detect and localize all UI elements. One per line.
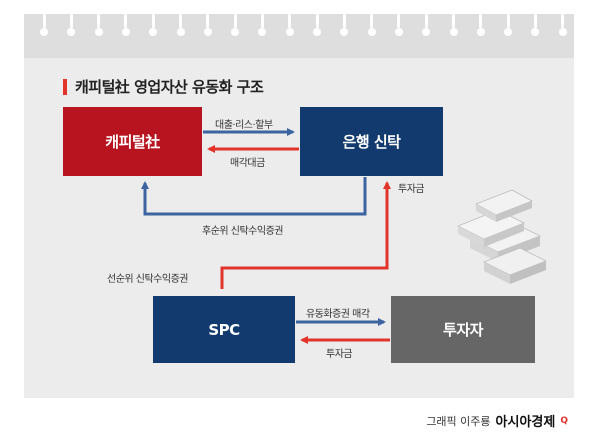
binding-ring xyxy=(42,14,46,28)
credit-line: 그래픽 이주룡 아시아경제 Q xyxy=(426,411,568,431)
binding-ring xyxy=(288,14,292,28)
diagram-title: 캐피털社 영업자산 유동화 구조 xyxy=(75,78,264,96)
binding-hole xyxy=(394,28,403,36)
binding-ring xyxy=(533,14,537,28)
label-bank-to-capital: 매각대금 xyxy=(230,158,265,169)
binding-ring xyxy=(69,14,73,28)
document-stack-illustration xyxy=(457,189,547,284)
node-investor: 투자자 xyxy=(391,296,535,363)
binding-hole xyxy=(67,28,76,36)
binding-hole xyxy=(476,28,485,36)
binding-ring xyxy=(506,14,510,28)
binding-hole xyxy=(94,28,103,36)
brand-mark-icon: Q xyxy=(560,415,568,426)
binding-hole xyxy=(422,28,431,36)
binding-ring xyxy=(452,14,455,28)
binding-ring xyxy=(233,14,237,28)
binding-hole xyxy=(504,28,513,36)
node-bank-trust: 은행 신탁 xyxy=(300,107,443,176)
node-spc: SPC xyxy=(153,296,295,363)
binding-ring xyxy=(260,14,264,28)
binding-hole xyxy=(340,28,349,36)
credit-byline: 그래픽 이주룡 xyxy=(426,414,491,428)
binding-hole xyxy=(558,28,567,36)
binding-hole xyxy=(367,28,376,36)
binding-ring xyxy=(479,14,483,28)
binding-ring xyxy=(397,14,401,28)
binding-hole xyxy=(121,28,130,36)
binding-hole xyxy=(203,28,212,36)
label-capital-to-bank: 대출·리스·할부 xyxy=(215,120,273,131)
node-capital-company: 캐피털社 xyxy=(63,107,202,176)
title-accent-bar xyxy=(63,79,67,95)
arrow-spc-to-bank xyxy=(220,181,391,289)
binding-hole xyxy=(449,28,458,36)
label-spc-to-bank: 투자금 xyxy=(398,184,425,195)
binding-ring xyxy=(370,14,374,28)
binding-ring xyxy=(206,14,210,28)
notepad-header xyxy=(24,14,574,58)
binding-hole xyxy=(176,28,185,36)
label-senior-certificate: 선순위 신탁수익증권 xyxy=(107,274,188,285)
binding-ring xyxy=(97,14,101,28)
binding-hole xyxy=(258,28,267,36)
binding-hole xyxy=(149,28,158,36)
binding-hole xyxy=(40,28,48,36)
label-subordinate-certificate: 후순위 신탁수익증권 xyxy=(202,226,283,237)
arrow-subordinate-loop xyxy=(141,177,367,216)
binding-ring xyxy=(151,14,155,28)
binding-hole xyxy=(231,28,240,36)
binding-ring xyxy=(561,14,565,28)
binding-ring xyxy=(424,14,428,28)
binding-ring xyxy=(124,14,128,28)
label-spc-to-investor: 유동화증권 매각 xyxy=(306,309,370,320)
binding-ring xyxy=(342,14,346,28)
credit-brand-logo: 아시아경제 xyxy=(495,415,556,430)
binding-hole xyxy=(531,28,540,36)
binding-hole xyxy=(285,28,294,36)
binding-hole xyxy=(313,28,321,36)
binding-ring xyxy=(179,14,182,28)
binding-ring xyxy=(315,14,319,28)
label-investor-to-spc: 투자금 xyxy=(326,349,353,360)
